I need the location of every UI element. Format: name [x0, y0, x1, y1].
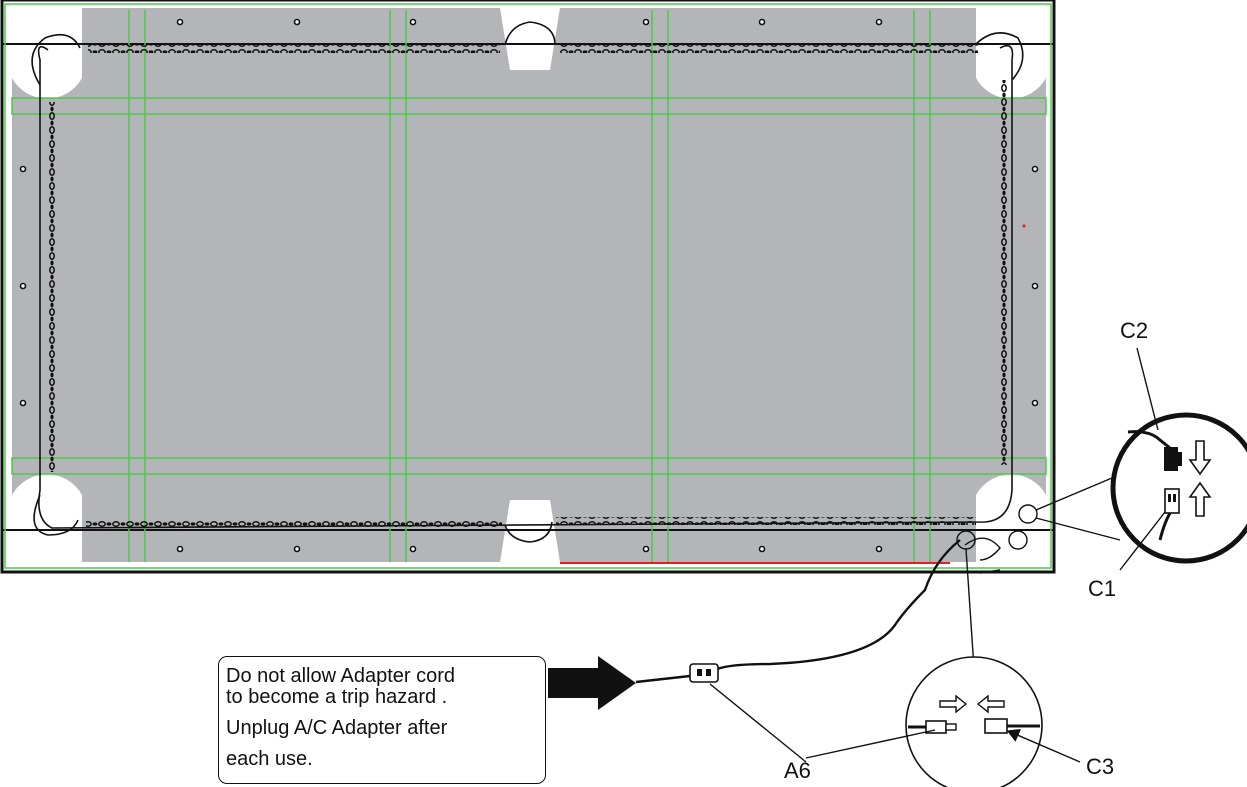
zoom-detail-c1-c2	[1035, 347, 1247, 571]
label-c2: C2	[1120, 318, 1149, 343]
zoom-detail-c3	[905, 548, 1081, 787]
arrow-up-icon	[1188, 481, 1212, 517]
side-pocket-top	[500, 8, 560, 70]
arrow-right-icon	[939, 694, 968, 714]
warning-note-line-3: Unplug A/C Adapter after	[226, 717, 448, 739]
label-a6: A6	[784, 758, 811, 783]
warning-note-line-4: each use.	[226, 748, 313, 770]
adapter-plug-a6	[689, 663, 719, 683]
corner-pocket-top-right	[976, 8, 1046, 99]
led-light-strip	[31, 21, 1024, 543]
leader-a6-connector	[805, 729, 936, 759]
warning-note-line-1: Do not allow Adapter cord	[226, 665, 456, 687]
connector-spot-secondary	[1008, 530, 1028, 550]
label-c3: C3	[1086, 754, 1115, 779]
label-c1: C1	[1088, 576, 1117, 601]
table-panel	[0, 0, 1056, 574]
leader-a6-plug	[709, 683, 807, 763]
warning-note-box: Do not allow Adapter cord to become a tr…	[218, 656, 546, 784]
connector-spot-c1c2	[1018, 504, 1038, 524]
arrow-down-icon	[1188, 440, 1212, 476]
connector-c1-icon	[1164, 488, 1180, 514]
green-guide-lines	[4, 3, 1052, 569]
corner-pocket-bottom-left	[12, 474, 82, 562]
connector-c2-icon	[1164, 447, 1178, 471]
direction-arrow	[548, 656, 636, 710]
arrow-left-icon	[976, 694, 1005, 714]
connector-c3-icon	[984, 718, 1008, 734]
screw-holes	[19, 18, 1039, 553]
adapter-cord	[635, 539, 961, 684]
corner-pocket-bottom-right	[976, 474, 1046, 562]
corner-pocket-top-left	[12, 8, 82, 99]
warning-note-line-2: to become a trip hazard .	[226, 686, 448, 708]
